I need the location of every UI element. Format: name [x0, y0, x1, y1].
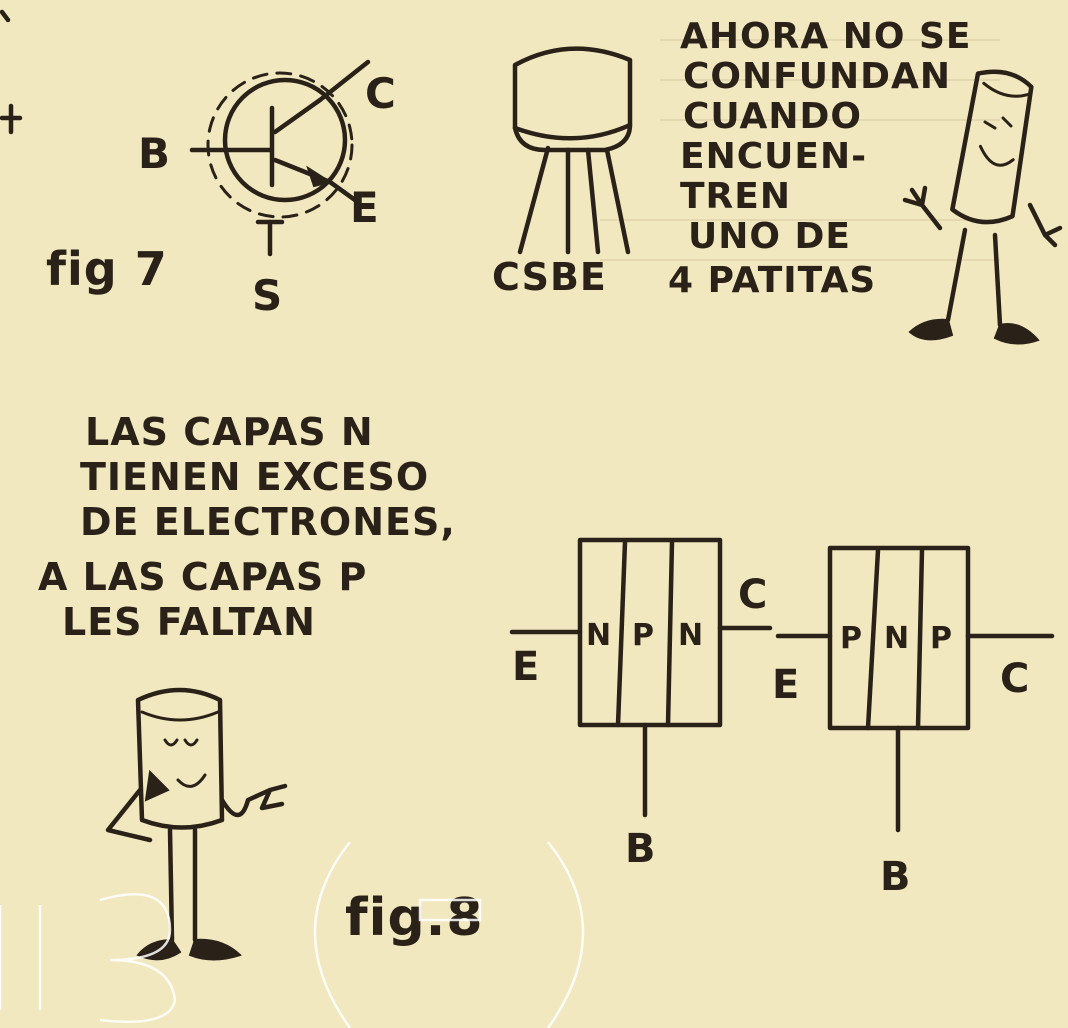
- speech-top-line-7: 4 PATITAS: [668, 260, 876, 301]
- npn-emitter-label: E: [512, 644, 540, 690]
- speech-top-line-3: CUANDO: [683, 96, 862, 137]
- pnp-emitter-label: E: [772, 662, 800, 708]
- fig7-caption: fig 7: [46, 242, 168, 296]
- pnp-layer-2: N: [884, 621, 910, 656]
- npn-collector-label: C: [738, 572, 768, 618]
- npn-layer-3: N: [678, 618, 704, 653]
- npn-layer-1: N: [586, 618, 612, 653]
- transistor-symbol-body: [222, 77, 348, 203]
- speech-top-line-2: CONFUNDAN: [683, 56, 951, 97]
- pnp-layer-1: P: [840, 621, 863, 656]
- speech-top-line-1: AHORA NO SE: [680, 16, 972, 57]
- speech-mid-line-5: LES FALTAN: [62, 600, 316, 644]
- speech-top: AHORA NO SE CONFUNDAN CUANDO ENCUEN- TRE…: [668, 16, 972, 301]
- plus-mark: [0, 9, 23, 135]
- speech-mid-line-2: TIENEN EXCESO: [80, 455, 429, 499]
- pnp-base-label: B: [880, 854, 912, 900]
- fig8-caption: fig.8: [345, 888, 484, 948]
- label-collector: C: [365, 69, 397, 118]
- npn-layer-2: P: [632, 618, 655, 653]
- speech-top-line-4: ENCUEN-: [680, 136, 867, 177]
- pnp-layer-3: P: [930, 621, 953, 656]
- transistor-package: [512, 46, 633, 255]
- label-shield: S: [252, 271, 283, 320]
- transistor-symbol: [189, 59, 371, 257]
- npn-base-label: B: [625, 826, 657, 872]
- speech-mid-line-1: LAS CAPAS N: [85, 410, 374, 454]
- pnp-diagram: [775, 545, 1055, 833]
- character-bottom-left: [105, 687, 288, 961]
- watermark: [0, 841, 585, 1028]
- character-top-right: [902, 69, 1063, 345]
- label-base: B: [138, 129, 171, 178]
- transistor-symbol-dashed-shield: [206, 71, 354, 219]
- pnp-collector-label: C: [1000, 656, 1030, 702]
- speech-mid: LAS CAPAS N TIENEN EXCESO DE ELECTRONES,…: [38, 410, 456, 644]
- speech-top-line-5: TREN: [680, 176, 791, 217]
- speech-mid-line-4: A LAS CAPAS P: [38, 555, 367, 599]
- npn-diagram: [509, 537, 773, 818]
- label-emitter: E: [350, 183, 380, 232]
- speech-mid-line-3: DE ELECTRONES,: [80, 500, 456, 544]
- pin-labels: CSBE: [492, 255, 607, 299]
- speech-top-line-6: UNO DE: [688, 216, 851, 257]
